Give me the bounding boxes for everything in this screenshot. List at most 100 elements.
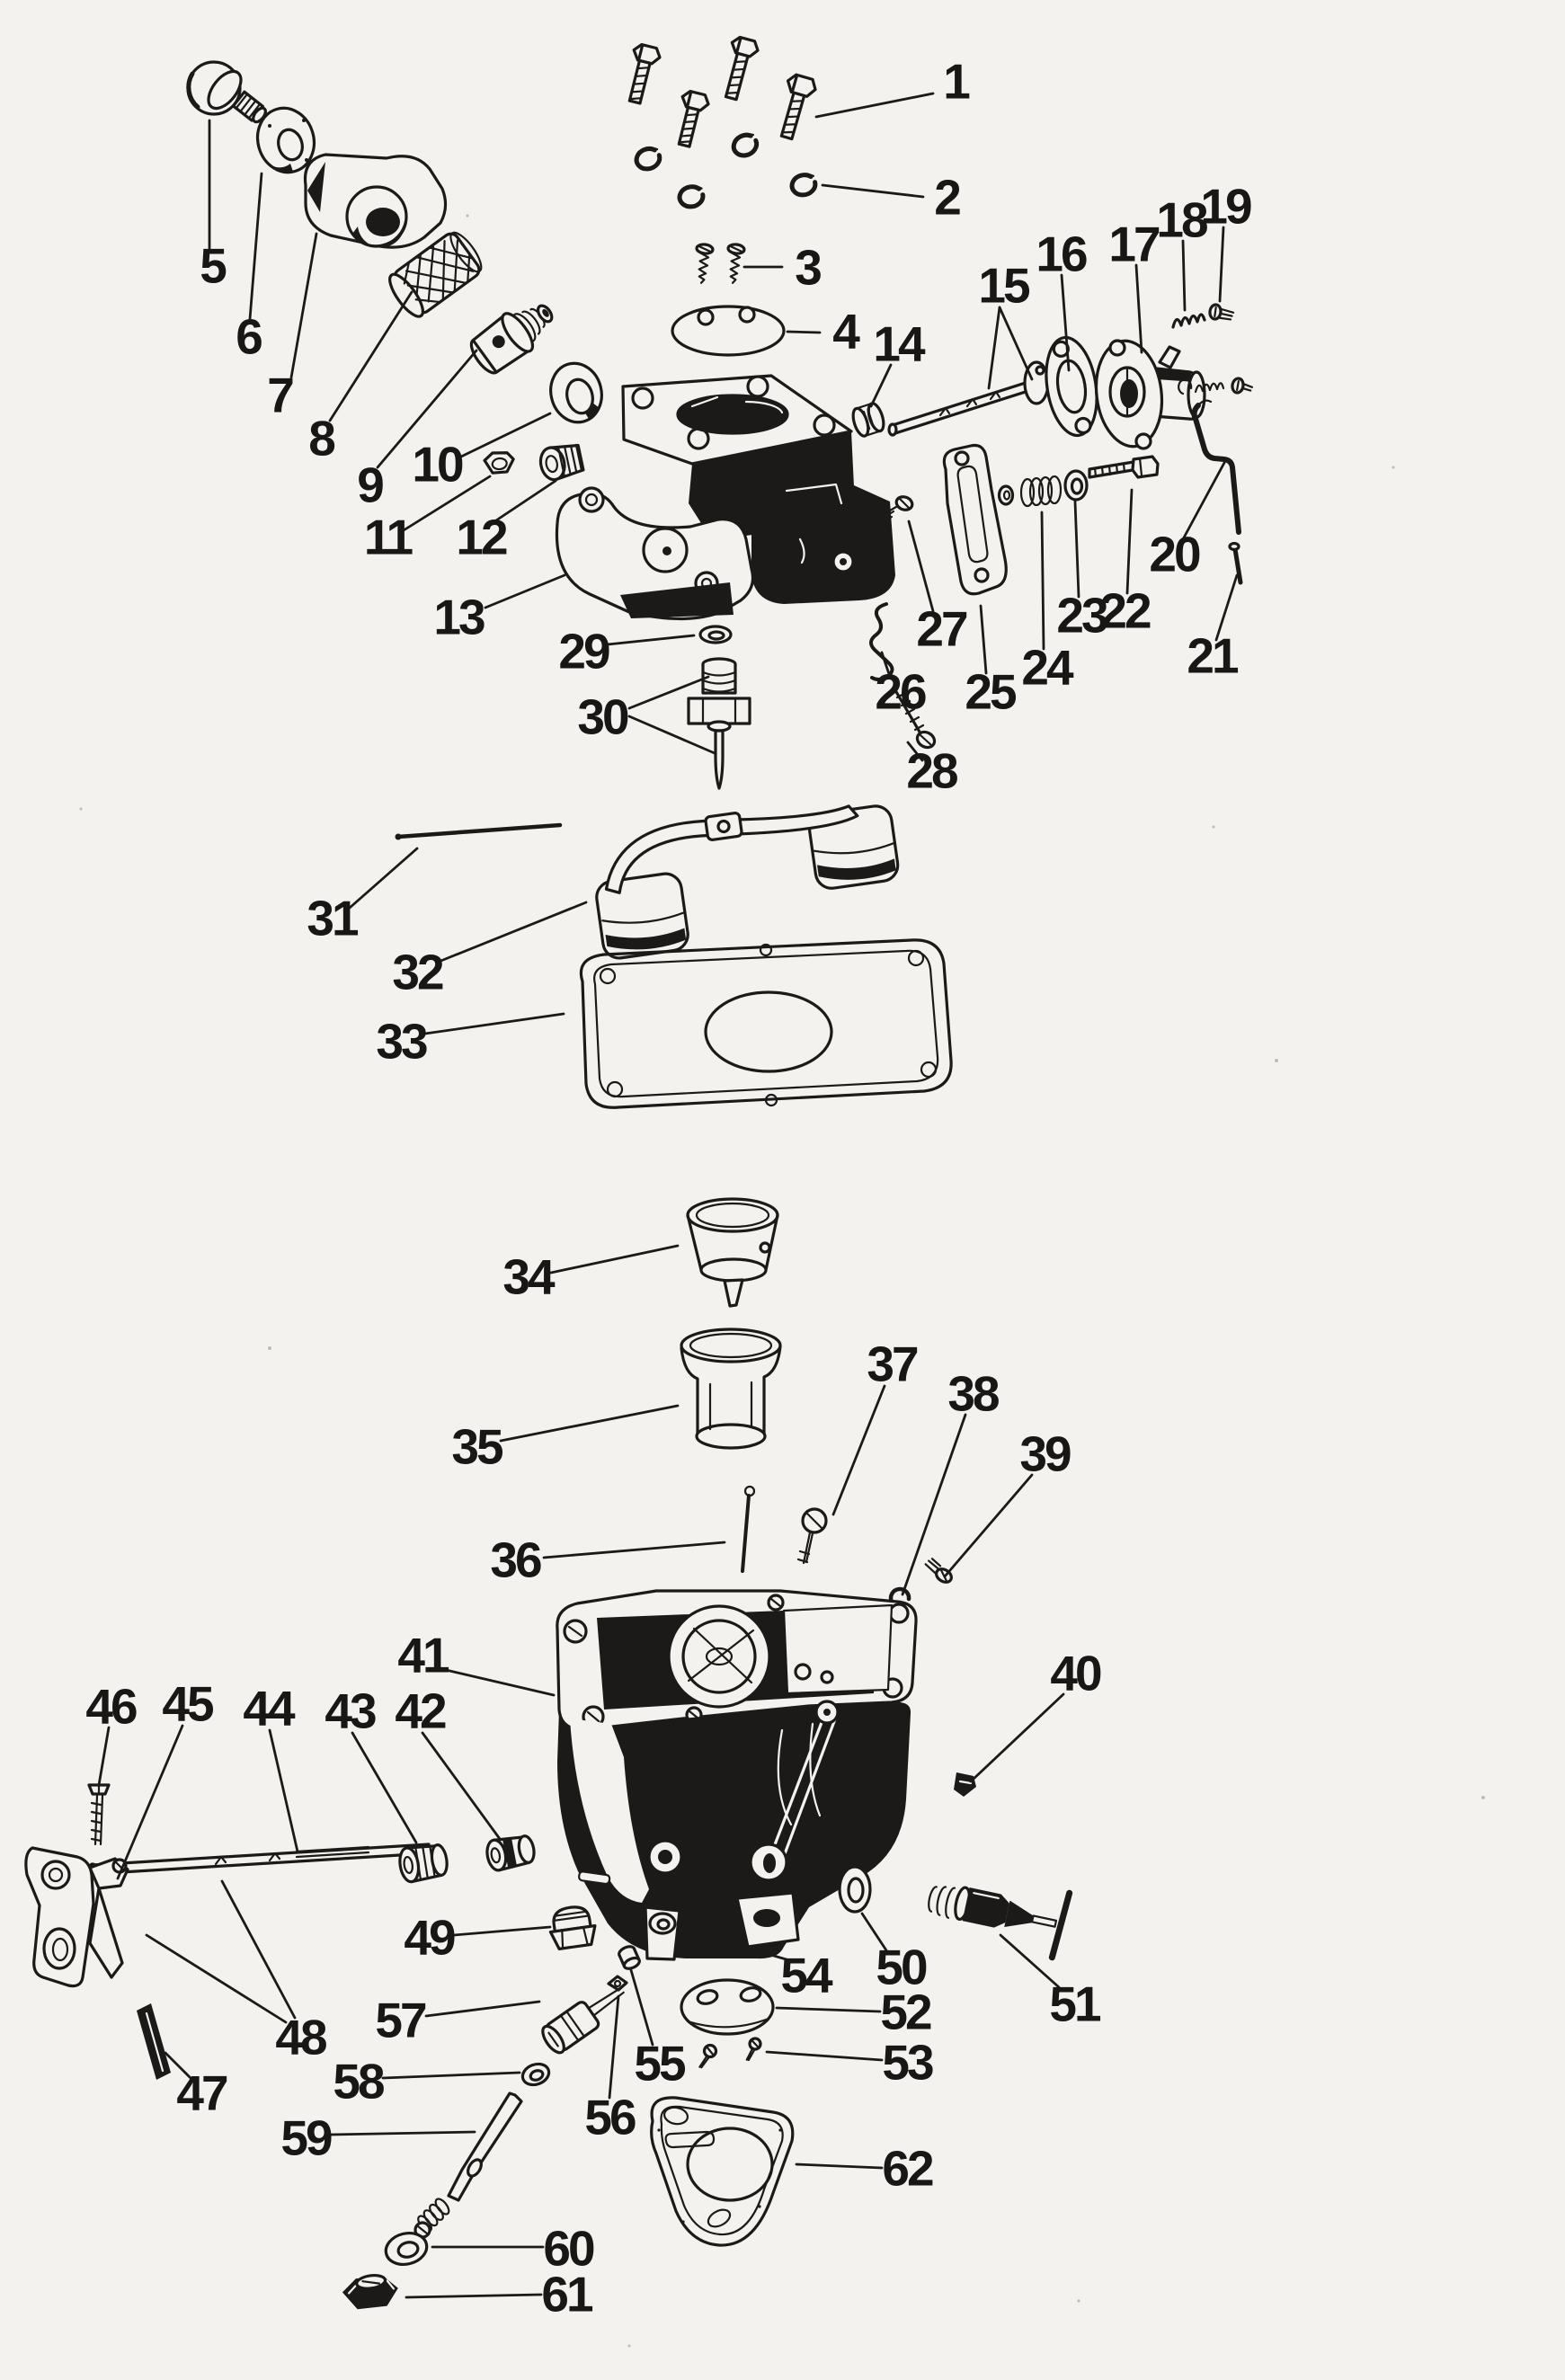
leader-line-part-54 <box>677 1926 791 1962</box>
part-52-drawing <box>680 1978 775 2036</box>
leader-line-part-4 <box>786 330 822 334</box>
leader-line-part-12 <box>489 479 557 526</box>
part-44-drawing <box>87 1843 431 1877</box>
part-18-drawing <box>1171 313 1206 329</box>
part-26-drawing <box>869 602 894 682</box>
part-59-drawing <box>413 2091 523 2239</box>
part-54-drawing <box>648 1912 677 1935</box>
leader-line-part-16 <box>1060 273 1071 372</box>
leader-line-part-10 <box>459 412 552 458</box>
leader-line-part-17 <box>1134 263 1143 354</box>
leader-line-part-25 <box>979 604 988 675</box>
leader-line-part-22 <box>1125 488 1134 595</box>
part-62-drawing <box>650 2096 795 2247</box>
leader-line-part-39 <box>943 1473 1034 1578</box>
part-22-drawing <box>1088 455 1160 479</box>
leader-line-part-14 <box>869 363 893 408</box>
leader-line-part-59 <box>329 2130 476 2136</box>
part-39-drawing <box>924 1558 953 1584</box>
leader-line-part-62 <box>795 2162 884 2170</box>
leader-line-part-42 <box>421 1731 502 1841</box>
leader-line-part-30 <box>627 715 716 755</box>
part-25-drawing <box>942 443 1008 596</box>
leader-line-part-34 <box>549 1244 680 1274</box>
leader-lines <box>97 92 1239 2299</box>
leader-line-part-55 <box>629 1968 654 2047</box>
throttle-stop-screw-spring-drawing <box>1178 377 1254 395</box>
part-34-drawing <box>686 1197 779 1308</box>
part-23-drawing <box>1063 469 1089 502</box>
part-20-drawing <box>1191 399 1241 535</box>
leader-line-part-6 <box>248 172 263 321</box>
part-9-drawing <box>469 304 554 375</box>
leader-line-part-26 <box>880 651 892 679</box>
leader-line-part-58 <box>381 2071 521 2080</box>
leader-line-part-56 <box>608 1994 620 2100</box>
part-51-drawing <box>928 1886 1073 1961</box>
part-40-drawing <box>954 1772 976 1797</box>
leader-line-part-46 <box>97 1726 111 1787</box>
leader-line-part-23 <box>1073 500 1080 599</box>
part-3-drawing <box>695 243 746 284</box>
scan-noise <box>79 214 1485 2348</box>
part-46-drawing <box>87 1783 111 1846</box>
leader-line-part-41 <box>444 1668 556 1697</box>
leader-line-part-13 <box>484 573 566 609</box>
leader-line-part-43 <box>351 1731 418 1844</box>
part-19-drawing <box>1208 303 1235 321</box>
part-2-drawing <box>634 132 818 209</box>
part-57-drawing <box>541 1986 625 2055</box>
part-6-drawing <box>255 106 316 174</box>
leader-line-part-47 <box>164 2051 192 2080</box>
part-56-drawing <box>607 1975 628 1992</box>
leader-line-part-32 <box>437 901 588 964</box>
part-7-drawing <box>303 153 448 249</box>
leader-line-part-30 <box>627 675 710 710</box>
part-49-drawing <box>548 1905 597 1950</box>
leader-line-part-35 <box>499 1404 680 1443</box>
part-47-drawing <box>137 2003 171 2080</box>
part-24-drawing <box>1019 475 1063 508</box>
part-14-drawing <box>851 402 885 438</box>
part-30-drawing <box>687 657 751 790</box>
part-16-drawing <box>1045 335 1098 438</box>
part-29-drawing <box>698 625 733 644</box>
leader-line-part-57 <box>424 2000 541 2018</box>
leader-line-part-53 <box>765 2050 884 2062</box>
leader-line-part-8 <box>328 290 413 422</box>
part-55-drawing <box>618 1945 641 1970</box>
leader-line-part-40 <box>969 1692 1065 1783</box>
part-45-drawing <box>88 1857 129 1979</box>
leader-line-part-20 <box>1181 459 1227 541</box>
leader-line-part-31 <box>348 847 419 910</box>
leader-line-part-48 <box>145 1933 288 2024</box>
part-43-drawing <box>398 1843 449 1884</box>
pump-spring-washer-drawing <box>997 484 1015 506</box>
part-61-drawing <box>342 2274 398 2310</box>
part-42-drawing <box>485 1834 536 1872</box>
leader-line-part-36 <box>542 1541 726 1559</box>
part-21-drawing <box>1228 541 1243 585</box>
part-4-drawing <box>671 305 786 357</box>
part-27-drawing <box>877 495 914 525</box>
part-1-drawing <box>627 35 817 148</box>
leader-line-part-15 <box>987 306 1001 390</box>
part-10-drawing <box>549 361 603 424</box>
part-36-drawing <box>741 1485 756 1573</box>
leader-line-part-61 <box>405 2293 543 2299</box>
part-35-drawing <box>680 1328 782 1450</box>
leader-line-part-51 <box>999 1933 1061 1989</box>
leader-line-part-48 <box>220 1879 297 2020</box>
leader-line-part-15 <box>998 306 1034 381</box>
part-53-drawing <box>698 2037 762 2069</box>
leader-line-part-11 <box>402 475 492 532</box>
part-11-drawing <box>483 451 515 475</box>
part-41-drawing <box>556 1589 918 1961</box>
part-48-drawing <box>24 1846 95 1988</box>
leader-line-part-2 <box>821 183 925 199</box>
part-37-drawing <box>796 1507 828 1565</box>
part-15-drawing <box>887 360 1050 437</box>
part-8-drawing <box>388 231 483 318</box>
leader-line-part-24 <box>1040 511 1045 651</box>
